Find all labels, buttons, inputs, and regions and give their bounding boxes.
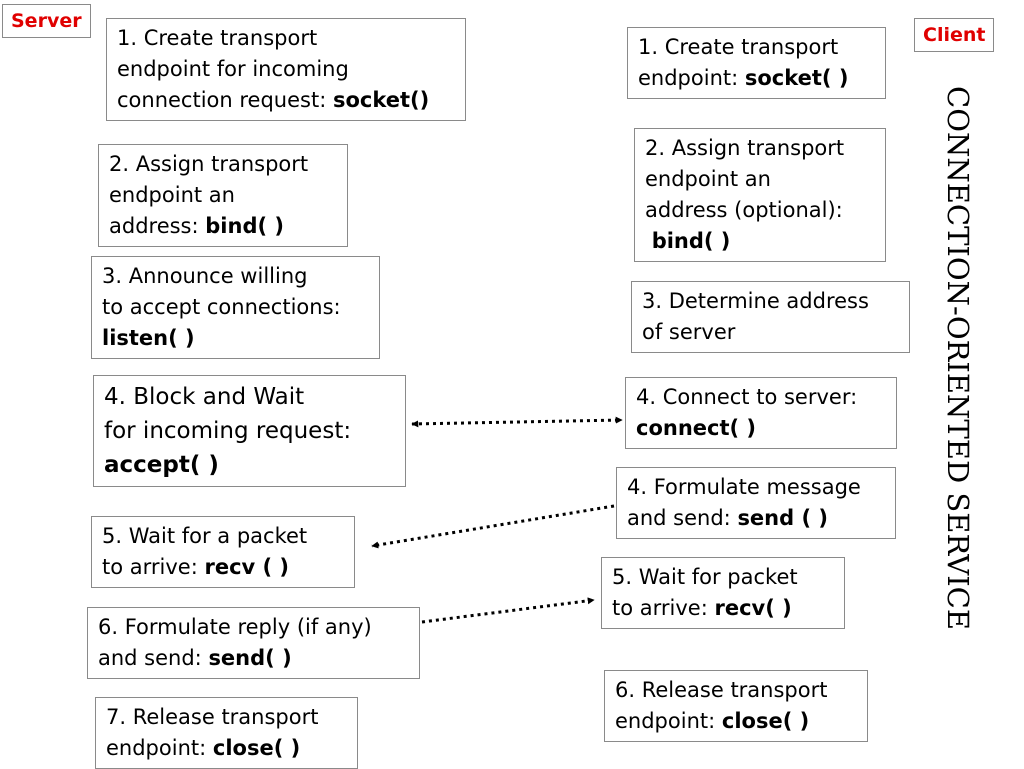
connect-call: connect( ) (636, 416, 757, 440)
step-line: endpoint for incoming (117, 57, 349, 81)
socket-call: socket() (332, 88, 430, 112)
listen-call: listen( ) (102, 326, 195, 350)
step-text: endpoint: (638, 66, 745, 90)
reply-to-recv-arrow (421, 597, 595, 624)
connect-accept-arrow (411, 416, 623, 428)
step-line: 5. Wait for a packet (102, 524, 308, 548)
close-call: close( ) (721, 709, 810, 733)
server-step-3: 3. Announce willing to accept connection… (91, 256, 380, 359)
server-step-4: 4. Block and Wait for incoming request: … (93, 375, 406, 487)
side-title: CONNECTION-ORIENTED SERVICE (941, 86, 975, 631)
step-text: to arrive: (612, 596, 715, 620)
step-line: 7. Release transport (106, 705, 319, 729)
step-line: endpoint: close( ) (615, 706, 857, 737)
step-line: endpoint an (109, 183, 235, 207)
step-line: address: bind( ) (109, 211, 337, 242)
step-line: accept( ) (104, 448, 395, 482)
recv-call: recv( ) (714, 596, 792, 620)
step-line: listen( ) (102, 323, 369, 354)
step-text: to arrive: (102, 555, 205, 579)
step-text: endpoint: (106, 736, 213, 760)
socket-call: socket( ) (744, 66, 849, 90)
server-label: Server (2, 4, 91, 38)
step-line: address (optional): (645, 198, 843, 222)
server-step-6: 6. Formulate reply (if any) and send: se… (87, 607, 420, 679)
step-line: for incoming request: (104, 418, 352, 444)
step-text: and send: (98, 646, 209, 670)
send-call: send( ) (208, 646, 292, 670)
step-line: 2. Assign transport (645, 136, 845, 160)
step-line: endpoint: socket( ) (638, 63, 875, 94)
step-line: 6. Formulate reply (if any) (98, 615, 372, 639)
client-step-4: 4. Connect to server: connect( ) (625, 377, 897, 449)
step-line: 6. Release transport (615, 678, 828, 702)
step-line: and send: send ( ) (627, 503, 885, 534)
accept-call: accept( ) (104, 452, 219, 478)
step-line: 4. Block and Wait (104, 384, 305, 410)
step-line: to accept connections: (102, 295, 341, 319)
step-line: endpoint an (645, 167, 771, 191)
step-line: 5. Wait for packet (612, 565, 798, 589)
step-line: connection request: socket() (117, 85, 455, 116)
step-line: endpoint: close( ) (106, 733, 347, 764)
client-step-3: 3. Determine address of server (631, 281, 910, 353)
bind-call: bind( ) (205, 214, 284, 238)
server-step-5: 5. Wait for a packet to arrive: recv ( ) (91, 516, 355, 588)
step-line: and send: send( ) (98, 643, 409, 674)
server-step-2: 2. Assign transport endpoint an address:… (98, 144, 348, 247)
step-line: 1. Create transport (117, 26, 318, 50)
step-line: to arrive: recv( ) (612, 593, 834, 624)
step-text: and send: (627, 506, 738, 530)
step-text: connection request: (117, 88, 333, 112)
client-step-7: 6. Release transport endpoint: close( ) (604, 670, 868, 742)
step-line: 4. Formulate message (627, 475, 861, 499)
step-line: of server (642, 320, 736, 344)
send-to-recv-arrow (371, 504, 615, 549)
recv-call: recv ( ) (204, 555, 290, 579)
step-line: to arrive: recv ( ) (102, 552, 344, 583)
bind-call: bind( ) (651, 229, 731, 253)
server-step-1: 1. Create transport endpoint for incomin… (106, 18, 466, 121)
close-call: close( ) (212, 736, 301, 760)
client-step-5: 4. Formulate message and send: send ( ) (616, 467, 896, 539)
step-line: 1. Create transport (638, 35, 839, 59)
step-line: bind( ) (645, 226, 875, 257)
client-step-1: 1. Create transport endpoint: socket( ) (627, 27, 886, 99)
step-text: address: (109, 214, 206, 238)
client-step-6: 5. Wait for packet to arrive: recv( ) (601, 557, 845, 629)
step-line: 4. Connect to server: (636, 385, 858, 409)
send-call: send ( ) (737, 506, 828, 530)
client-step-2: 2. Assign transport endpoint an address … (634, 128, 886, 262)
step-text: endpoint: (615, 709, 722, 733)
step-line: connect( ) (636, 413, 886, 444)
server-step-7: 7. Release transport endpoint: close( ) (95, 697, 358, 769)
client-label: Client (914, 18, 995, 52)
step-line: 3. Determine address (642, 289, 869, 313)
step-line: 3. Announce willing (102, 264, 308, 288)
step-line: 2. Assign transport (109, 152, 309, 176)
